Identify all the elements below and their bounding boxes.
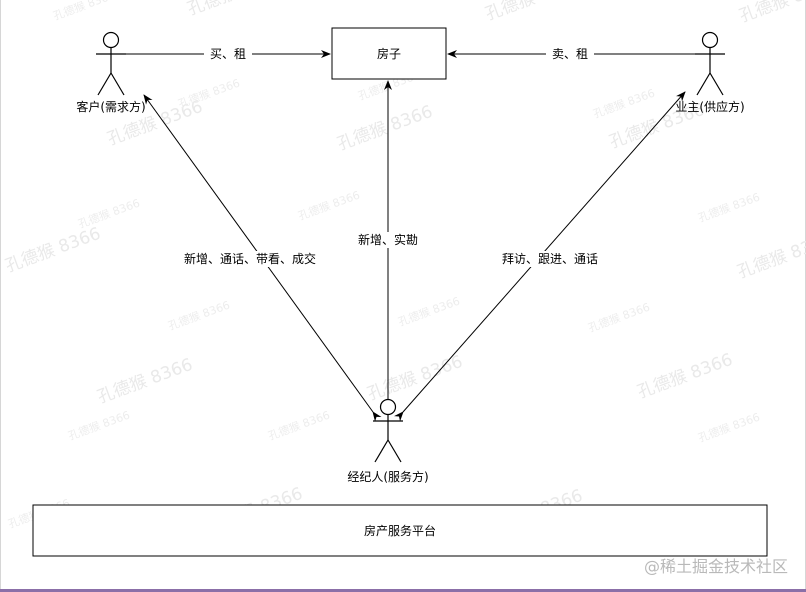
bottom-strip <box>0 589 806 592</box>
customer-label: 客户(需求方) <box>76 99 145 114</box>
watermark-text: 孔德猴 8366 <box>176 76 241 111</box>
watermark-text: 孔德猴 8366 <box>296 188 361 223</box>
watermark-text: 孔德猴 8366 <box>696 190 761 225</box>
owner-label: 业主(供应方) <box>675 99 744 114</box>
agent-label: 经纪人(服务方) <box>347 469 428 484</box>
watermark-text: 孔德猴 8366 <box>635 350 736 403</box>
edge-label-agent-to-house: 新增、实勘 <box>358 232 418 247</box>
edge-label-agent-customer: 新增、通话、带看、成交 <box>184 251 316 266</box>
watermark-text: 孔德猴 8366 <box>95 355 196 408</box>
edge-label-bg <box>496 251 604 267</box>
watermark-text: 孔德猴 8366 <box>483 0 584 25</box>
watermark-text: 孔德猴 8366 <box>737 0 806 27</box>
watermark-text: 孔德猴 8366 <box>51 0 116 23</box>
customer-actor-icon <box>96 31 126 96</box>
edge-label-bg <box>354 232 422 248</box>
watermark-text: 孔德猴 8366 <box>66 408 131 443</box>
house-label: 房子 <box>377 46 401 61</box>
watermark-text: 孔德猴 8366 <box>696 410 761 445</box>
watermark-text: 孔德猴 8366 <box>365 352 466 405</box>
site-credit-watermark: @稀土掘金技术社区 <box>644 557 788 576</box>
edge-label-bg <box>204 46 252 62</box>
house-node <box>331 27 447 80</box>
watermark-text: 孔德猴 8366 <box>396 294 461 329</box>
agent-actor-icon <box>373 398 403 463</box>
watermark-text: 孔德猴 8366 <box>185 0 286 20</box>
watermark-layer: 孔德猴 8366 孔德猴 8366 孔德猴 8366 孔德猴 8366 孔德猴 … <box>3 0 806 539</box>
watermark-text: 孔德猴 8366 <box>166 298 231 333</box>
edge-label-bg <box>176 251 324 267</box>
owner-actor-icon <box>695 31 725 96</box>
edge-label-bg <box>546 46 594 62</box>
edge-label-agent-owner: 拜访、跟进、通话 <box>502 252 598 266</box>
watermark-text: 孔德猴 8366 <box>735 230 806 283</box>
edge-label-owner-to-house: 卖、租 <box>552 47 588 61</box>
edge-label-customer-to-house: 买、租 <box>210 47 246 61</box>
watermark-text: 孔德猴 8366 <box>76 196 141 231</box>
watermark-text: 孔德猴 8366 <box>3 224 104 277</box>
watermark-text: 孔德猴 8366 <box>335 102 436 155</box>
watermark-text: 孔德猴 8366 <box>586 300 651 335</box>
platform-label: 房产服务平台 <box>364 523 436 538</box>
watermark-text: 孔德猴 8366 <box>266 408 331 443</box>
platform-node <box>32 504 768 557</box>
watermark-text: 孔德猴 8366 <box>591 86 656 121</box>
